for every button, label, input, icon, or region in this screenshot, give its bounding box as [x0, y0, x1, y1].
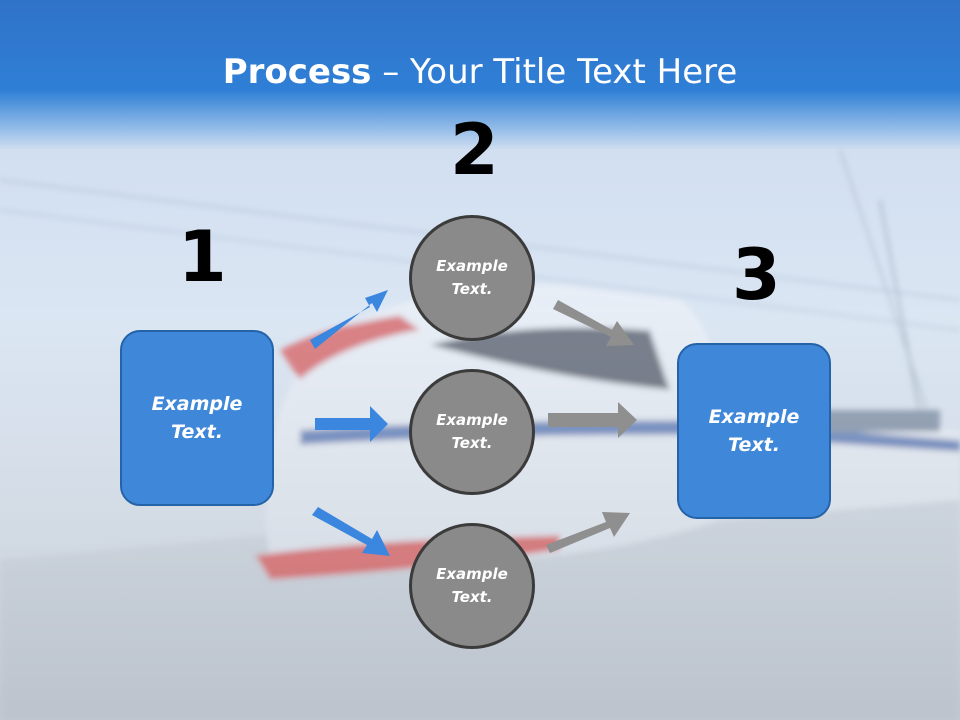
circle-top: Example Text.: [409, 215, 535, 341]
step-number-2: 2: [450, 109, 499, 191]
title-rest: – Your Title Text Here: [371, 52, 738, 92]
step-1-box: Example Text.: [120, 330, 274, 506]
step-3-box: Example Text.: [677, 343, 831, 519]
arrow-right-icon: [315, 406, 388, 442]
circle-top-text: Example Text.: [436, 256, 508, 298]
step-number-1: 1: [178, 216, 227, 298]
blue-arrows: [310, 290, 390, 556]
title-bold: Process: [222, 52, 372, 92]
circle-middle-text: Example Text.: [436, 410, 508, 452]
circle-middle: Example Text.: [409, 369, 535, 495]
gray-arrows: [546, 300, 637, 553]
step-1-text: Example Text.: [151, 392, 243, 444]
step-number-3: 3: [732, 234, 781, 316]
arrow-right-up-icon: [310, 290, 388, 349]
page-title: Process – Your Title Text Here: [0, 52, 960, 92]
arrow-gray-right-down-icon: [553, 300, 634, 346]
arrow-gray-right-icon: [548, 402, 637, 438]
step-3-text: Example Text.: [708, 405, 800, 457]
arrow-right-down-icon: [312, 507, 390, 556]
header-band: [0, 0, 960, 150]
circle-bottom: Example Text.: [409, 523, 535, 649]
arrow-gray-right-up-icon: [546, 512, 630, 553]
circle-bottom-text: Example Text.: [436, 564, 508, 606]
